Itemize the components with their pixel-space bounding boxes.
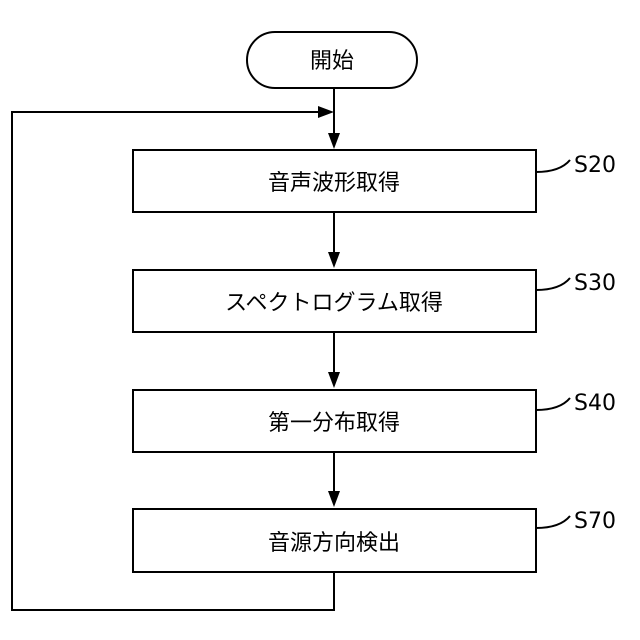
step-id-s20: S20 (574, 153, 616, 178)
step-leader-s20 (536, 160, 570, 172)
step-label-s70: 音源方向検出 (268, 531, 400, 556)
arrowhead-s70 (328, 491, 340, 507)
arrowhead-s20 (328, 133, 340, 149)
step-label-s20: 音声波形取得 (268, 171, 400, 196)
step-label-s40: 第一分布取得 (268, 411, 400, 436)
step-leader-s40 (536, 398, 570, 410)
step-leader-s70 (536, 516, 570, 528)
arrowhead-s30 (328, 252, 340, 268)
start-label: 開始 (310, 49, 354, 74)
step-leader-s30 (536, 278, 570, 290)
step-label-s30: スペクトログラム取得 (225, 291, 443, 316)
step-id-s40: S40 (574, 391, 616, 416)
loop-back-arrowhead (318, 106, 334, 118)
step-id-s70: S70 (574, 509, 616, 534)
step-id-s30: S30 (574, 271, 616, 296)
arrowhead-s40 (328, 372, 340, 388)
